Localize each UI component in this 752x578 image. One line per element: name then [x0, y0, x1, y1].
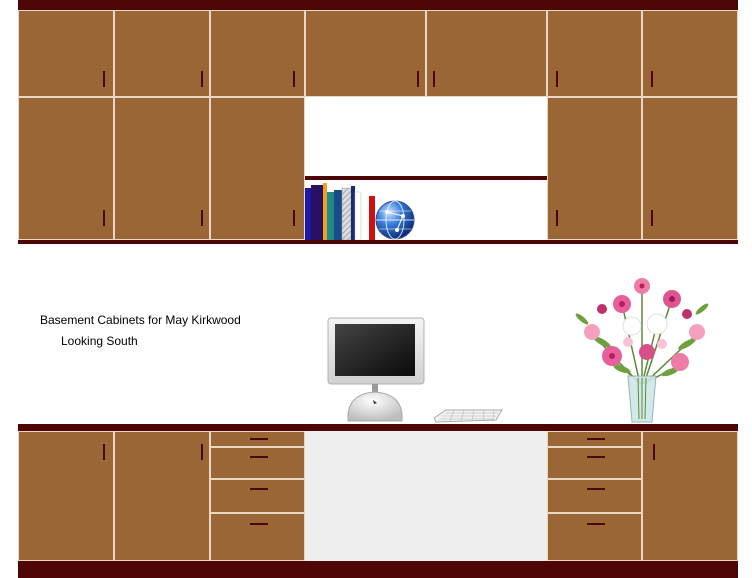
imac-icon	[326, 316, 426, 426]
lower-left-drawer-3[interactable]	[210, 479, 305, 513]
upper-cabinet-door-11[interactable]	[547, 97, 642, 240]
upper-cabinet-bottom-trim	[18, 240, 738, 244]
upper-cabinet-door-12[interactable]	[642, 97, 738, 240]
books-icon	[305, 180, 377, 241]
lower-cabinet-door-3[interactable]	[642, 431, 738, 561]
upper-cabinet-door-1[interactable]	[18, 10, 114, 97]
lower-cabinet-door-1[interactable]	[18, 431, 114, 561]
lower-cabinet-door-2[interactable]	[114, 431, 210, 561]
lower-right-drawer-3[interactable]	[547, 479, 642, 513]
top-trim	[18, 0, 738, 10]
lower-left-drawer-2[interactable]	[210, 447, 305, 479]
lower-right-drawer-1[interactable]	[547, 431, 642, 447]
lower-right-drawer-4[interactable]	[547, 513, 642, 561]
keyboard-icon	[432, 406, 504, 426]
drawing-title: Basement Cabinets for May Kirkwood	[40, 313, 241, 327]
upper-cabinet-door-6[interactable]	[547, 10, 642, 97]
flower-vase-icon	[562, 264, 722, 426]
countertop	[18, 424, 738, 431]
upper-cabinet-door-4[interactable]	[305, 10, 426, 97]
upper-cabinet-door-9[interactable]	[114, 97, 210, 240]
upper-cabinet-door-3[interactable]	[210, 10, 305, 97]
globe-icon	[375, 200, 415, 240]
desk-knee-space	[305, 431, 547, 561]
shelf-board	[305, 176, 547, 180]
upper-cabinet-door-5[interactable]	[426, 10, 547, 97]
upper-cabinet-door-8[interactable]	[18, 97, 114, 240]
drawing-subtitle: Looking South	[61, 334, 138, 348]
lower-right-drawer-2[interactable]	[547, 447, 642, 479]
lower-left-drawer-4[interactable]	[210, 513, 305, 561]
upper-cabinet-door-2[interactable]	[114, 10, 210, 97]
upper-cabinet-door-7[interactable]	[642, 10, 738, 97]
lower-left-drawer-1[interactable]	[210, 431, 305, 447]
base-trim	[18, 561, 738, 578]
upper-cabinet-door-10[interactable]	[210, 97, 305, 240]
